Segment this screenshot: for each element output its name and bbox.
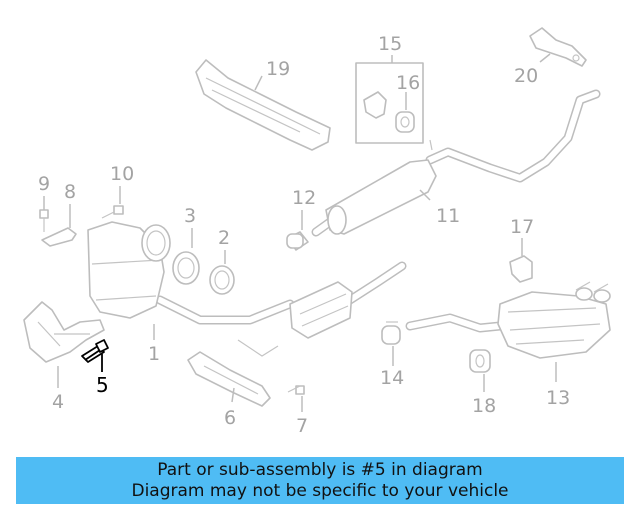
callout-1[interactable]: 1 — [148, 343, 160, 365]
banner-line-2: Diagram may not be specific to your vehi… — [131, 480, 509, 501]
callout-12[interactable]: 12 — [292, 187, 316, 209]
part-5-bolt[interactable] — [81, 339, 109, 363]
part-7-bolt[interactable] — [287, 385, 305, 395]
part-18-isolator[interactable] — [469, 349, 491, 373]
callout-2[interactable]: 2 — [218, 227, 230, 249]
callout-20[interactable]: 20 — [514, 65, 538, 87]
leader-6 — [231, 387, 235, 403]
callout-9[interactable]: 9 — [38, 173, 50, 195]
callout-14[interactable]: 14 — [380, 367, 404, 389]
callout-19[interactable]: 19 — [266, 58, 290, 80]
exhaust-system-diagram: 19 15 16 20 11 12 9 — [23, 27, 611, 437]
part-6-heat-shield[interactable] — [187, 351, 271, 407]
banner-line-1: Part or sub-assembly is #5 in diagram — [157, 459, 483, 480]
part-8-bracket[interactable] — [41, 227, 77, 247]
part-9-bolt[interactable] — [39, 209, 49, 232]
part-2-seal-ring[interactable] — [209, 265, 235, 295]
part-14-clamp[interactable] — [381, 321, 401, 345]
callout-4[interactable]: 4 — [52, 391, 64, 413]
callout-5[interactable]: 5 — [96, 373, 109, 397]
leader-19 — [254, 75, 263, 91]
part-13-rear-muffler[interactable] — [405, 281, 611, 359]
part-4-heat-shield[interactable] — [23, 301, 105, 363]
leader-11 — [419, 189, 431, 201]
leader-20 — [539, 53, 551, 63]
callout-11[interactable]: 11 — [436, 205, 460, 227]
callout-15[interactable]: 15 — [378, 33, 402, 55]
part-11-muffler-pipe[interactable] — [311, 89, 601, 237]
callout-6[interactable]: 6 — [224, 407, 236, 429]
part-16-hanger-isolator[interactable] — [363, 91, 415, 133]
part-1-front-pipe-converter[interactable] — [87, 221, 407, 357]
callout-3[interactable]: 3 — [184, 205, 196, 227]
callout-16[interactable]: 16 — [396, 72, 420, 94]
callout-18[interactable]: 18 — [472, 395, 496, 417]
part-12-clamp[interactable] — [286, 231, 309, 251]
part-10-bolt[interactable] — [101, 205, 124, 219]
part-3-gasket[interactable] — [172, 251, 200, 285]
part-20-bracket[interactable] — [529, 27, 587, 67]
callout-8[interactable]: 8 — [64, 181, 76, 203]
callout-10[interactable]: 10 — [110, 163, 134, 185]
callout-17[interactable]: 17 — [510, 216, 534, 238]
callout-13[interactable]: 13 — [546, 387, 570, 409]
part-17-bracket[interactable] — [509, 255, 533, 283]
part-19-heat-shield[interactable] — [195, 59, 331, 151]
info-banner: Part or sub-assembly is #5 in diagram Di… — [16, 457, 624, 504]
callout-7[interactable]: 7 — [296, 415, 308, 437]
